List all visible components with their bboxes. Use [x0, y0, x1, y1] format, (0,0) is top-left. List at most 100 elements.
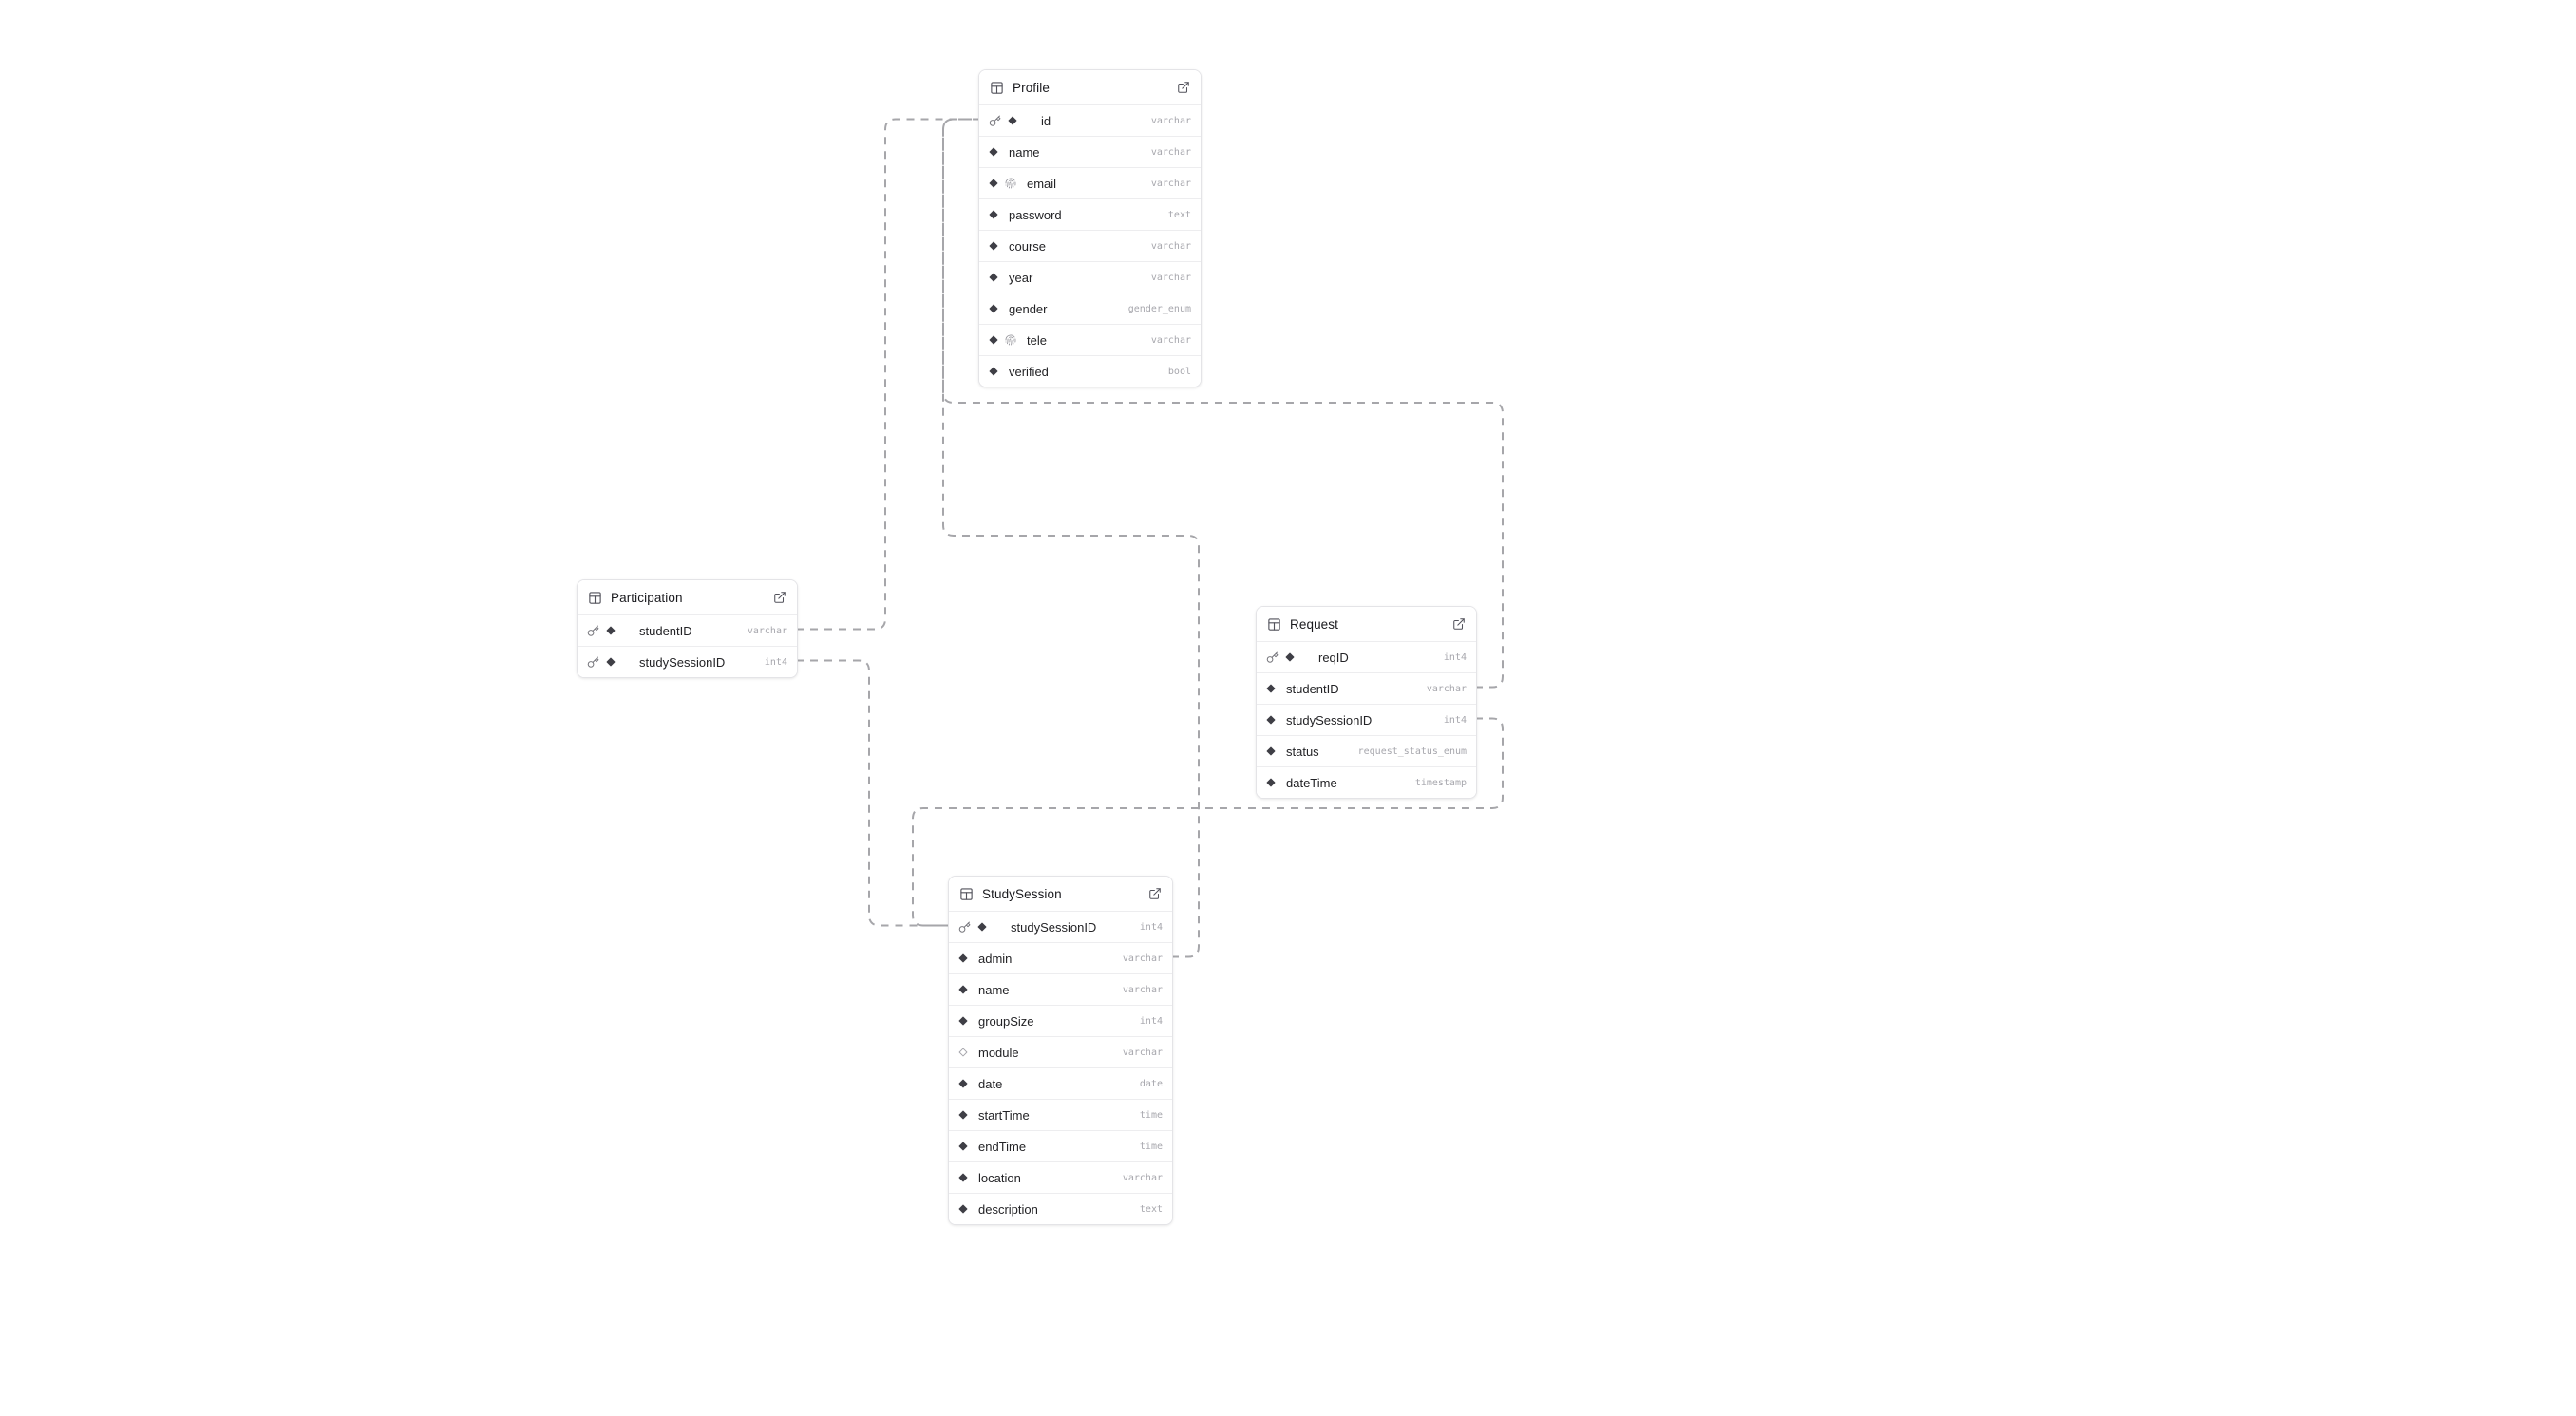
not-null-diamond-icon: [989, 241, 998, 251]
column-type: varchar: [1150, 272, 1191, 283]
column-name: description: [978, 1201, 1038, 1217]
external-link-icon[interactable]: [1148, 887, 1162, 900]
column-row-reqID: reqID int4: [1257, 641, 1476, 672]
not-null-diamond-icon: [1285, 652, 1295, 662]
column-row-password: password text: [979, 198, 1201, 230]
not-null-diamond-icon: [958, 1142, 968, 1151]
column-constraint-icons: [989, 178, 1016, 189]
table-header[interactable]: Request: [1257, 607, 1476, 641]
external-link-icon[interactable]: [1177, 81, 1190, 94]
column-constraint-icons: [989, 273, 998, 282]
column-constraint-icons: [958, 1173, 968, 1182]
column-constraint-icons: [958, 1079, 968, 1088]
table-header[interactable]: Profile: [979, 70, 1201, 104]
column-name: admin: [978, 951, 1013, 966]
not-null-diamond-icon: [989, 367, 998, 376]
column-type: int4: [1139, 921, 1163, 933]
key-icon: [958, 921, 971, 933]
external-link-icon[interactable]: [773, 591, 786, 604]
table-title: StudySession: [982, 886, 1062, 901]
column-type: text: [1139, 1203, 1163, 1215]
not-null-diamond-icon: [1266, 715, 1276, 725]
table-title: Request: [1290, 616, 1338, 632]
column-constraint-icons: [587, 656, 616, 669]
table-header[interactable]: StudySession: [949, 877, 1172, 911]
column-type: varchar: [1122, 984, 1163, 995]
not-null-diamond-icon: [989, 273, 998, 282]
not-null-diamond-icon: [1266, 684, 1276, 693]
column-type: varchar: [1150, 178, 1191, 189]
column-constraint-icons: [587, 625, 616, 637]
column-constraint-icons: [1266, 651, 1295, 664]
not-null-diamond-icon: [1008, 116, 1017, 125]
column-constraint-icons: [989, 367, 998, 376]
column-type: timestamp: [1414, 777, 1467, 788]
column-type: gender_enum: [1127, 303, 1191, 314]
column-name: gender: [1009, 301, 1048, 316]
column-type: varchar: [747, 625, 787, 636]
not-null-diamond-icon: [958, 1110, 968, 1120]
column-name: password: [1009, 207, 1062, 222]
column-name: location: [978, 1170, 1021, 1185]
key-icon: [989, 115, 1001, 126]
column-type: date: [1139, 1078, 1163, 1089]
column-constraint-icons: [958, 1048, 968, 1057]
column-constraint-icons: [989, 304, 998, 313]
column-constraint-icons: [989, 334, 1016, 346]
column-type: time: [1139, 1109, 1163, 1121]
column-type: varchar: [1122, 1172, 1163, 1183]
not-null-diamond-icon: [989, 147, 998, 157]
not-null-diamond-icon: [958, 1173, 968, 1182]
column-type: text: [1167, 209, 1191, 220]
column-constraint-icons: [958, 1110, 968, 1120]
not-null-diamond-icon: [606, 657, 616, 667]
not-null-diamond-icon: [989, 210, 998, 219]
unique-fingerprint-icon: [1005, 178, 1016, 189]
column-name: reqID: [1318, 650, 1349, 665]
column-constraint-icons: [958, 985, 968, 994]
column-type: time: [1139, 1141, 1163, 1152]
column-constraint-icons: [989, 147, 998, 157]
column-name: module: [978, 1045, 1019, 1060]
column-name: studySessionID: [639, 654, 726, 670]
key-icon: [587, 656, 599, 668]
column-constraint-icons: [958, 1142, 968, 1151]
column-type: int4: [1139, 1015, 1163, 1027]
table-title: Profile: [1013, 80, 1050, 95]
column-constraint-icons: [1266, 684, 1276, 693]
column-constraint-icons: [958, 1204, 968, 1214]
not-null-diamond-icon: [1266, 746, 1276, 756]
table-header[interactable]: Participation: [578, 580, 797, 614]
not-null-diamond-icon: [958, 985, 968, 994]
table-icon: [1268, 617, 1280, 631]
column-name: startTime: [978, 1107, 1030, 1123]
not-null-diamond-icon: [958, 1079, 968, 1088]
column-name: year: [1009, 270, 1033, 285]
column-row-location: location varchar: [949, 1161, 1172, 1193]
column-type: varchar: [1426, 683, 1467, 694]
column-constraint-icons: [958, 921, 987, 934]
column-type: int4: [1443, 651, 1467, 663]
not-null-diamond-icon: [1266, 778, 1276, 787]
external-link-icon[interactable]: [1452, 617, 1466, 631]
column-name: studySessionID: [1011, 919, 1097, 935]
not-null-diamond-icon: [606, 626, 616, 635]
not-null-diamond-icon: [989, 304, 998, 313]
not-null-diamond-icon: [958, 953, 968, 963]
key-icon: [1266, 651, 1279, 663]
